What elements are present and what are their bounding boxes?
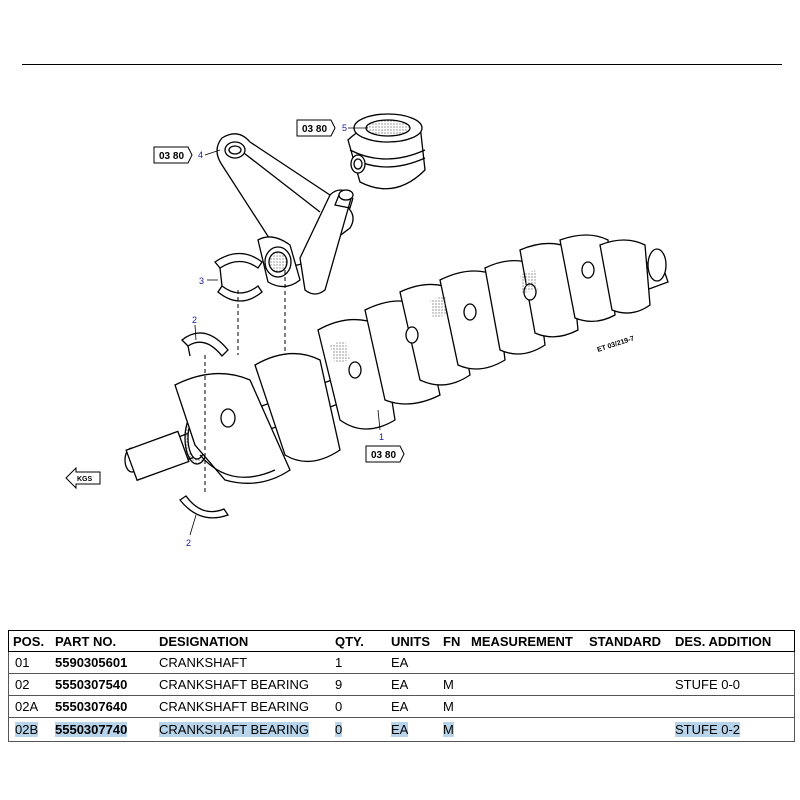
callout-4: 4 [198,150,203,160]
cell-measurement [465,652,583,674]
svg-text:KGS: KGS [77,476,93,483]
cell-fn: M [443,722,454,737]
cell-fn [437,652,465,674]
cell-measurement [465,696,583,718]
col-des-addition[interactable]: DES. ADDITION [669,630,795,652]
cell-standard [583,718,669,742]
cell-designation: CRANKSHAFT BEARING [159,699,310,714]
cell-pos: 02 [8,673,49,696]
cell-units: EA [391,655,409,670]
table-row[interactable]: 02A 5550307640 CRANKSHAFT BEARING 0 EA M [8,695,795,718]
cell-addition [669,651,795,674]
cell-standard [583,674,669,696]
svg-text:03 80: 03 80 [159,151,184,162]
piston-drawing [334,113,426,209]
cell-part-no: 5590305601 [55,655,128,670]
cell-pos: 02A [8,695,49,718]
cell-qty: 0 [335,722,343,737]
callout-1: 1 [379,432,384,442]
cell-addition: STUFE 0-0 [669,673,795,696]
parts-table: POS. PART NO. DESIGNATION QTY. UNITS FN … [8,630,795,742]
col-qty[interactable]: QTY. [329,630,385,652]
callout-3: 3 [199,276,204,286]
drawing-code: ET 03/219-7 [596,335,635,354]
cell-measurement [465,718,583,742]
svg-text:03 80: 03 80 [371,450,396,461]
conrod-bearing-drawing [214,252,263,302]
cell-part-no: 5550307540 [55,677,128,692]
col-designation[interactable]: DESIGNATION [153,630,329,652]
exploded-parts-diagram: 4 5 3 2 2 1 03 80 03 80 03 80 KGS ET 03/… [65,113,669,548]
cell-units: EA [391,722,409,737]
cell-units: EA [391,677,409,692]
cell-qty: 0 [335,699,343,714]
kgs-arrow-icon: KGS [65,466,101,490]
cell-fn: M [443,677,454,692]
ref-box-crankshaft[interactable]: 03 80 [365,445,405,463]
table-row-selected[interactable]: 02B 5550307740 CRANKSHAFT BEARING 0 EA M… [8,717,795,742]
callout-2-upper: 2 [192,315,197,325]
cell-part-no: 5550307640 [55,699,128,714]
cell-designation: CRANKSHAFT [159,655,248,670]
cell-part-no: 5550307740 [55,722,128,737]
cell-qty: 9 [335,677,343,692]
table-row[interactable]: 02 5550307540 CRANKSHAFT BEARING 9 EA M … [8,673,795,696]
top-divider [22,64,782,65]
col-fn[interactable]: FN [437,630,465,652]
cell-units: EA [391,699,409,714]
col-part-no[interactable]: PART NO. [49,630,153,652]
table-row[interactable]: 01 5590305601 CRANKSHAFT 1 EA [8,651,795,674]
parts-table-header: POS. PART NO. DESIGNATION QTY. UNITS FN … [8,630,795,652]
cell-pos: 02B [8,717,49,742]
assembly-lines [204,270,286,495]
callout-2-lower: 2 [186,538,191,548]
cell-standard [583,696,669,718]
ref-box-rod[interactable]: 03 80 [153,146,193,164]
main-bearing-upper-drawing [181,332,229,357]
cell-pos: 01 [8,651,49,674]
ref-box-piston[interactable]: 03 80 [296,119,336,137]
crankshaft-drawing [124,234,669,484]
connecting-rod-drawing [216,133,354,295]
leader-lines [189,127,381,536]
col-pos[interactable]: POS. [8,630,49,652]
cell-addition: STUFE 0-2 [669,717,795,742]
cell-addition [669,695,795,718]
svg-text:03 80: 03 80 [302,124,327,135]
cell-fn: M [443,699,454,714]
col-standard[interactable]: STANDARD [583,630,669,652]
cell-measurement [465,674,583,696]
main-bearing-lower-drawing [179,495,230,519]
col-units[interactable]: UNITS [385,630,437,652]
cell-standard [583,652,669,674]
col-measurement[interactable]: MEASUREMENT [465,630,583,652]
cell-designation: CRANKSHAFT BEARING [159,677,310,692]
cell-qty: 1 [335,655,343,670]
cell-designation: CRANKSHAFT BEARING [159,722,310,737]
callout-5: 5 [342,123,347,133]
